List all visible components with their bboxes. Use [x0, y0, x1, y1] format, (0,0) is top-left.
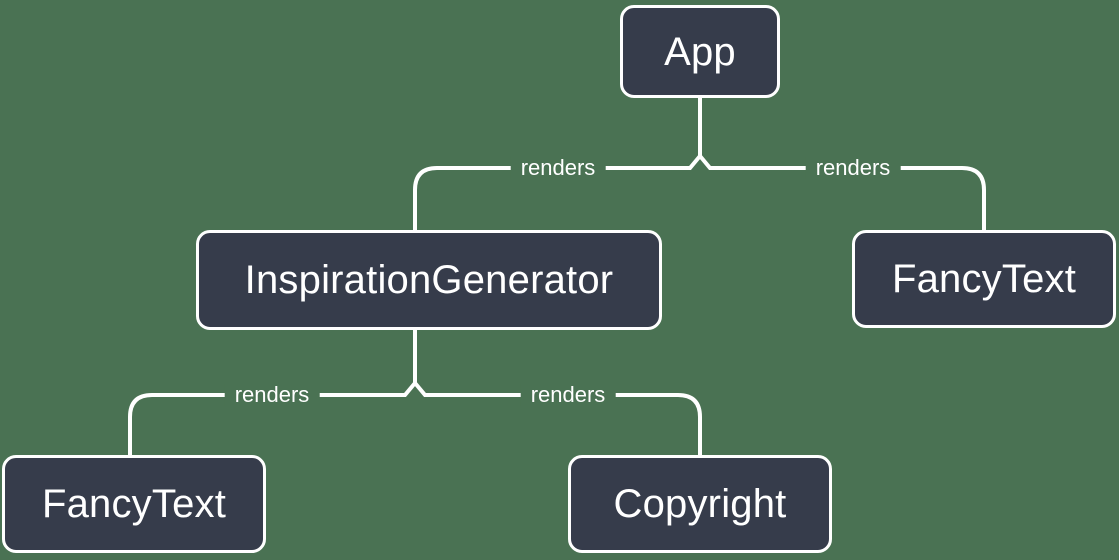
node-fancytext-left-label: FancyText	[41, 482, 227, 526]
node-inspirationgenerator[interactable]: InspirationGenerator	[196, 230, 662, 330]
edge-label-inspirationgenerator-to-copyright: renders	[520, 384, 616, 406]
edge-label-inspirationgenerator-to-fancytext-left: renders	[224, 384, 320, 406]
node-app-label: App	[664, 29, 736, 74]
node-copyright-label: Copyright	[613, 482, 787, 526]
node-fancytext-right-label: FancyText	[891, 257, 1077, 301]
node-inspirationgenerator-label: InspirationGenerator	[244, 258, 614, 302]
edge-label-app-to-inspirationgenerator: renders	[510, 157, 606, 179]
edge-label-app-to-fancytext-right: renders	[805, 157, 901, 179]
node-fancytext-right[interactable]: FancyText	[852, 230, 1116, 328]
node-copyright[interactable]: Copyright	[568, 455, 832, 553]
node-fancytext-left[interactable]: FancyText	[2, 455, 266, 553]
node-app[interactable]: App	[620, 5, 780, 98]
